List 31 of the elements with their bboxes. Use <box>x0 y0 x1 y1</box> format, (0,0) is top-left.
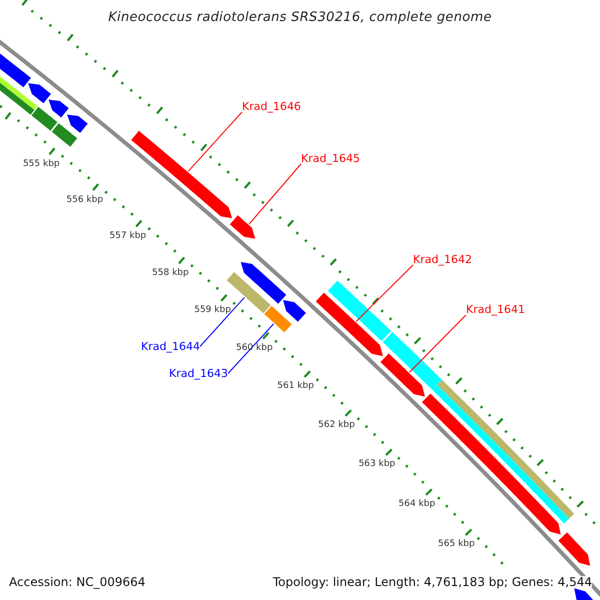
tick-label: 563 kbp <box>358 460 396 469</box>
tick-label: 555 kbp <box>22 160 60 169</box>
gene-label: Krad_1646 <box>242 101 301 112</box>
gene-label: Krad_1645 <box>301 153 360 164</box>
genome-summary: Topology: linear; Length: 4,761,183 bp; Genes: 4,544 <box>272 576 592 588</box>
tick-label: 556 kbp <box>66 196 104 205</box>
gene-label: Krad_1641 <box>466 304 525 315</box>
leader-line <box>188 112 242 172</box>
accession-text: Accession: NC_009664 <box>9 576 146 588</box>
gene-label: Krad_1643 <box>169 368 228 379</box>
leader-line <box>409 314 466 373</box>
gene-label: Krad_1644 <box>141 341 200 352</box>
tick-label: 565 kbp <box>438 540 475 549</box>
tick-label: 564 kbp <box>398 500 436 509</box>
leader-line <box>248 164 302 224</box>
leader-line <box>200 296 245 347</box>
gene-feature <box>316 292 383 356</box>
gene-feature <box>131 130 232 218</box>
gene-feature <box>264 306 292 332</box>
tick-label: 561 kbp <box>277 382 314 392</box>
tick-label: 558 kbp <box>152 268 189 278</box>
gene-feature <box>380 353 425 397</box>
leader-line <box>356 264 414 322</box>
chart-title: Kineococcus radiotolerans SRS30216, complete genome <box>107 11 493 24</box>
tick-label: 560 kbp <box>236 344 273 353</box>
tick-label: 559 kbp <box>194 306 231 316</box>
leader-line <box>228 323 274 374</box>
tick-label: 557 kbp <box>109 232 146 241</box>
gene-feature <box>230 215 256 239</box>
tick-label: 562 kbp <box>318 420 355 430</box>
gene-label: Krad_1642 <box>413 254 472 265</box>
